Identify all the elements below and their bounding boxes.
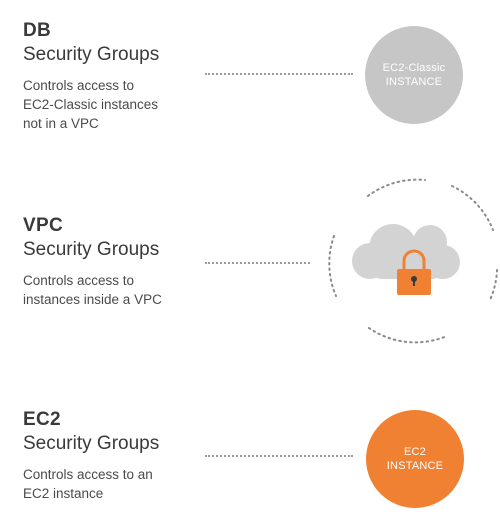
ec2-node-line1: EC2 (404, 446, 426, 458)
db-section: DB Security Groups Controls access to EC… (23, 20, 203, 133)
ec2-desc-line: EC2 instance (23, 486, 104, 501)
vpc-connector-line (205, 262, 310, 264)
db-desc-line: Controls access to (23, 78, 135, 93)
vpc-boundary-arc-right (489, 269, 498, 301)
lock-icon (397, 249, 431, 295)
vpc-section: VPC Security Groups Controls access to i… (23, 215, 203, 309)
vpc-boundary-arc-right-top (451, 185, 494, 231)
cloud-icon (352, 224, 460, 279)
ec2-classic-line2: INSTANCE (385, 76, 443, 88)
vpc-boundary-arc-bottom (368, 327, 448, 344)
ec2-kind-label: EC2 (23, 409, 61, 430)
vpc-boundary-arc-top (367, 178, 426, 197)
ec2-title: Security Groups (23, 433, 160, 454)
ec2-desc-line: Controls access to an (23, 467, 153, 482)
vpc-boundary-arc-left (328, 235, 337, 297)
vpc-title: Security Groups (23, 239, 160, 260)
vpc-desc-line: Controls access to (23, 273, 135, 288)
db-description: Controls access to EC2-Classic instances… (23, 76, 203, 133)
db-connector-line (205, 73, 353, 75)
ec2-description: Controls access to an EC2 instance (23, 465, 203, 503)
ec2-instance-node: EC2 INSTANCE (366, 410, 464, 508)
vpc-boundary-svg (328, 178, 498, 344)
ec2-connector-line (205, 455, 353, 457)
ec2-section: EC2 Security Groups Controls access to a… (23, 409, 203, 503)
db-desc-line: EC2-Classic instances (23, 97, 159, 112)
vpc-desc-line: instances inside a VPC (23, 292, 162, 307)
ec2-node-line2: INSTANCE (386, 460, 444, 472)
vpc-description: Controls access to instances inside a VP… (23, 271, 203, 309)
vpc-cloud-node (325, 178, 500, 344)
db-desc-line: not in a VPC (23, 116, 99, 131)
ec2-classic-line1: EC2-Classic (382, 62, 446, 74)
vpc-kind-label: VPC (23, 215, 63, 236)
db-kind-label: DB (23, 20, 52, 41)
db-title: Security Groups (23, 44, 160, 65)
ec2-classic-instance-node: EC2-Classic INSTANCE (365, 26, 463, 124)
